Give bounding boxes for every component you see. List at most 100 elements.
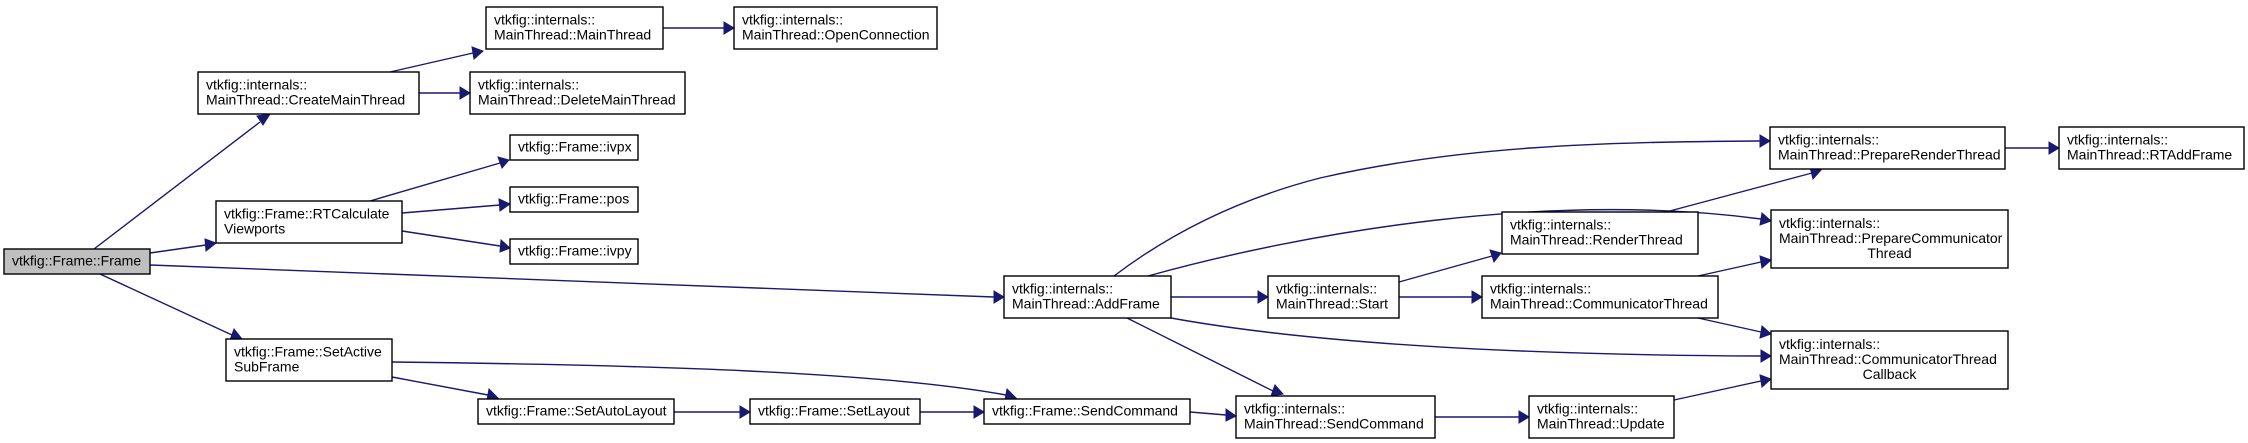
node-label: MainThread::Start: [1276, 296, 1388, 312]
edge-create_main-to-delete_main: [419, 86, 471, 100]
arrowhead-icon: [459, 86, 471, 100]
arrowhead-icon: [723, 21, 735, 35]
node-box: [225, 338, 393, 382]
node-set-layout[interactable]: vtkfig::Frame::SetLayout: [749, 398, 921, 425]
node-label: MainThread::OpenConnection: [742, 27, 930, 43]
node-open-conn[interactable]: vtkfig::internals::MainThread::OpenConne…: [733, 6, 938, 50]
edge-frame-to-rt_calc: [149, 238, 218, 254]
arrowhead-icon: [497, 156, 510, 169]
node-ivpy[interactable]: vtkfig::Frame::ivpy: [509, 238, 639, 265]
edge-line: [391, 361, 1007, 396]
nodes: vtkfig::Frame::Framevtkfig::internals::M…: [3, 6, 2245, 439]
node-label: vtkfig::internals::: [1537, 401, 1638, 417]
arrowhead-icon: [499, 238, 511, 253]
arrowhead-icon: [256, 113, 272, 126]
arrowhead-icon: [1225, 408, 1237, 422]
node-prep-render[interactable]: vtkfig::internals::MainThread::PrepareRe…: [1769, 126, 2006, 170]
arrowhead-icon: [1760, 349, 1772, 363]
arrowhead-icon: [739, 405, 751, 419]
arrowhead-icon: [471, 46, 484, 60]
edge-line: [1665, 172, 1813, 213]
edge-start-to-render_thread: [1398, 249, 1502, 283]
node-label: MainThread::Update: [1537, 416, 1665, 432]
arrowhead-icon: [2048, 141, 2060, 155]
node-render-thread[interactable]: vtkfig::internals::MainThread::RenderThr…: [1501, 211, 1699, 255]
node-box: [3, 248, 151, 275]
node-label: MainThread::CreateMainThread: [206, 92, 405, 108]
edge-line: [391, 376, 489, 396]
edge-set_active-to-set_auto: [391, 376, 500, 401]
edge-line: [93, 121, 261, 250]
node-frame: vtkfig::Frame::Frame: [3, 248, 151, 275]
edge-add_frame-to-start: [1171, 290, 1269, 304]
node-box: [1770, 209, 2009, 269]
node-main-thread[interactable]: vtkfig::internals::MainThread::MainThrea…: [485, 6, 664, 50]
edge-line: [1697, 261, 1762, 277]
edge-line: [1113, 140, 1761, 277]
node-start[interactable]: vtkfig::internals::MainThread::Start: [1267, 275, 1400, 319]
edge-line: [1126, 317, 1274, 392]
arrowhead-icon: [1489, 249, 1502, 264]
node-box: [215, 200, 403, 244]
edge-line: [369, 162, 501, 202]
node-comm-cb[interactable]: vtkfig::internals::MainThread::Communica…: [1770, 330, 2009, 390]
node-label: vtkfig::Frame::RTCalculate: [224, 206, 390, 222]
node-label: MainThread::RenderThread: [1510, 232, 1683, 248]
edge-line: [1170, 317, 1762, 357]
node-ivpx[interactable]: vtkfig::Frame::ivpx: [509, 134, 639, 161]
arrowhead-icon: [1759, 325, 1772, 339]
edge-line: [99, 273, 233, 336]
node-label: MainThread::RTAddFrame: [2067, 147, 2232, 163]
node-label: vtkfig::internals::: [494, 12, 595, 28]
node-delete-main[interactable]: vtkfig::internals::MainThread::DeleteMai…: [469, 71, 686, 115]
node-label: MainThread::AddFrame: [1012, 296, 1160, 312]
node-box: [1481, 275, 1719, 319]
node-box: [509, 186, 639, 213]
node-set-auto[interactable]: vtkfig::Frame::SetAutoLayout: [477, 398, 675, 425]
node-box: [2058, 126, 2245, 170]
node-box: [1769, 126, 2006, 170]
node-create-main[interactable]: vtkfig::internals::MainThread::CreateMai…: [197, 71, 420, 115]
node-label: vtkfig::internals::: [1276, 281, 1377, 297]
node-pos[interactable]: vtkfig::Frame::pos: [509, 186, 639, 213]
node-label: vtkfig::internals::: [1510, 217, 1611, 233]
node-prep-comm[interactable]: vtkfig::internals::MainThread::PrepareCo…: [1770, 209, 2009, 269]
node-mt-send-cmd[interactable]: vtkfig::internals::MainThread::SendComma…: [1235, 395, 1436, 439]
edge-add_frame-to-mt_send_cmd: [1126, 317, 1284, 397]
node-label: vtkfig::Frame::SendCommand: [992, 403, 1178, 419]
edge-line: [149, 244, 207, 254]
arrowhead-icon: [1759, 255, 1772, 269]
arrowhead-icon: [1257, 290, 1269, 304]
node-label: vtkfig::Frame::SetActive: [234, 344, 382, 360]
node-label: Callback: [1863, 366, 1918, 382]
node-label: vtkfig::internals::: [2067, 132, 2168, 148]
edge-line: [389, 52, 474, 73]
edge-rt_calc-to-ivpy: [401, 230, 511, 253]
node-label: vtkfig::internals::: [1244, 401, 1345, 417]
node-update[interactable]: vtkfig::internals::MainThread::Update: [1528, 395, 1675, 439]
edge-main_thread-to-open_conn: [663, 21, 735, 35]
node-label: Thread: [1867, 245, 1911, 261]
edge-line: [401, 230, 501, 247]
node-box: [485, 6, 664, 50]
node-box: [469, 71, 686, 115]
node-label: SubFrame: [234, 359, 300, 375]
edge-line: [401, 204, 501, 214]
arrowhead-icon: [498, 198, 512, 212]
node-comm-thread[interactable]: vtkfig::internals::MainThread::Communica…: [1481, 275, 1719, 319]
node-label: MainThread::CommunicatorThread: [1779, 351, 1997, 367]
node-add-frame[interactable]: vtkfig::internals::MainThread::AddFrame: [1003, 275, 1172, 319]
node-box: [749, 398, 921, 425]
node-box: [1003, 275, 1172, 319]
node-label: MainThread::DeleteMainThread: [478, 92, 676, 108]
node-label: vtkfig::internals::: [478, 77, 579, 93]
node-label: vtkfig::internals::: [1778, 132, 1879, 148]
arrowhead-icon: [1471, 290, 1483, 304]
node-rt-add[interactable]: vtkfig::internals::MainThread::RTAddFram…: [2058, 126, 2245, 170]
edge-set_auto-to-set_layout: [674, 405, 751, 419]
node-send-cmd[interactable]: vtkfig::Frame::SendCommand: [983, 398, 1191, 425]
node-label: vtkfig::Frame::ivpy: [518, 243, 632, 259]
node-label: vtkfig::internals::: [1012, 281, 1113, 297]
